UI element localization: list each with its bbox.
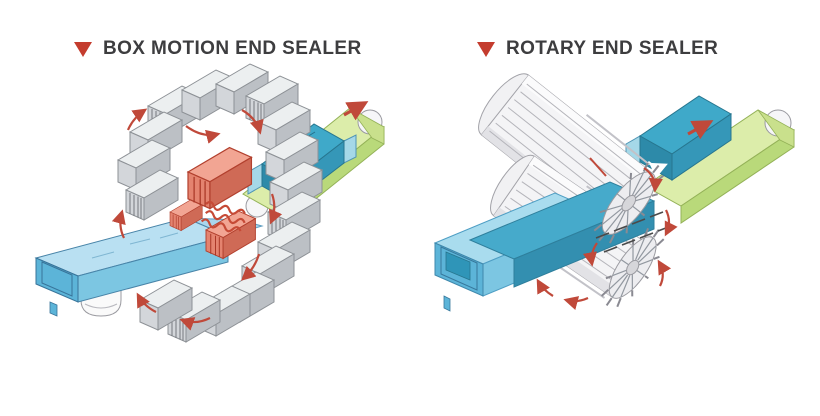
rotation-arrow-icon: [241, 253, 261, 281]
rotation-arrow-icon: [179, 317, 211, 331]
drum-hub: [626, 259, 640, 276]
film-tube-opening: [41, 261, 73, 297]
rotation-arrow-icon: [241, 109, 264, 135]
drum-teeth: [593, 162, 665, 244]
rotary-header: ROTARY END SEALER: [477, 38, 718, 60]
rotation-arrow-icon: [111, 209, 126, 239]
package-flow-arrow-icon: [647, 160, 668, 179]
product-end-face: [445, 251, 471, 281]
rotary-diagram: [433, 73, 795, 312]
triangle-down-icon: [477, 41, 495, 57]
rotation-arrow-icon: [185, 125, 221, 144]
rotary-film-tube: [433, 181, 656, 312]
seal-crimp-waves: [200, 200, 246, 233]
active-sealing-jaw-pair: [169, 146, 256, 259]
box-motion-diagram: [34, 63, 385, 342]
drum-rotation-arrow-icons: [536, 157, 678, 310]
rotation-arrow-icon: [657, 259, 672, 287]
rotation-arrow-icon: [126, 108, 148, 131]
triangle-down-icon: [74, 41, 92, 57]
rotation-arrow-icon: [136, 292, 157, 313]
conveyor-direction-arrow-icon: [687, 120, 714, 140]
box-motion-header: BOX MOTION END SEALER: [74, 38, 362, 60]
film-edge-tail: [443, 295, 451, 312]
drum-accent-line: [589, 157, 607, 177]
rotation-arrow-icon: [643, 167, 663, 193]
film-crease-lines: [91, 232, 179, 259]
rotation-arrow-icon: [536, 278, 554, 297]
film-tube-opening: [440, 246, 478, 291]
rotation-arrow-icon: [563, 296, 589, 310]
rotary-title: ROTARY END SEALER: [506, 38, 719, 59]
film-edge-tail: [49, 301, 58, 317]
rotary-sealed-package: [625, 95, 732, 181]
drum-spokes: [608, 237, 657, 298]
rotation-arrow-icon: [269, 193, 283, 225]
jaw-orbit-arrow-icons: [111, 108, 283, 331]
drum-spokes: [602, 172, 656, 234]
crimp-drum-upper-face: [593, 162, 665, 244]
rotation-arrow-icon: [582, 242, 598, 267]
conveyor-direction-arrow-icon: [343, 101, 369, 121]
rotary-discharge-conveyor: [644, 109, 795, 224]
drum-hub: [621, 194, 637, 212]
rotation-arrow-icon: [664, 209, 678, 237]
box-motion-title: BOX MOTION END SEALER: [103, 38, 362, 59]
